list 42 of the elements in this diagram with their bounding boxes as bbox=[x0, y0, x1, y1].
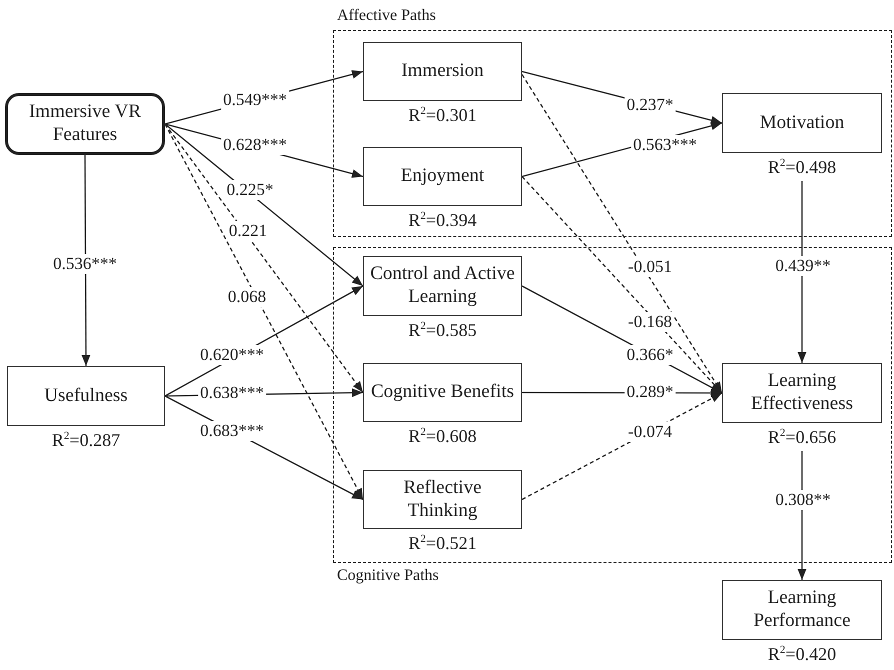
path-coefficient: -0.074 bbox=[626, 422, 674, 442]
path-coefficient: 0.221 bbox=[226, 221, 270, 241]
r-squared-label: R$^{2}$=0.608 bbox=[408, 425, 477, 447]
construct-label: Learning Performance bbox=[752, 587, 852, 633]
path-coefficient: 0.549*** bbox=[221, 90, 289, 110]
construct-label: Immersive VR Features bbox=[28, 101, 142, 147]
path-coefficient: 0.628*** bbox=[221, 135, 289, 155]
path-coefficient: 0.225* bbox=[224, 180, 276, 200]
r-squared-label: R$^{2}$=0.301 bbox=[408, 104, 477, 126]
group-heading: Affective Paths bbox=[337, 6, 436, 26]
arrow bbox=[164, 124, 364, 286]
group-heading: Cognitive Paths bbox=[337, 566, 439, 586]
arrow bbox=[798, 181, 806, 363]
dashed-arrow bbox=[164, 124, 364, 393]
construct-label: Learning Effectiveness bbox=[750, 370, 854, 416]
r-squared-label: R$^{2}$=0.420 bbox=[768, 643, 836, 665]
r-squared-label: R$^{2}$=0.287 bbox=[52, 429, 120, 451]
r-squared-label: R$^{2}$=0.656 bbox=[768, 426, 836, 448]
arrow bbox=[82, 155, 90, 366]
path-coefficient: 0.683*** bbox=[198, 421, 266, 441]
construct-label: Enjoyment bbox=[400, 165, 484, 188]
path-coefficient: 0.620*** bbox=[198, 345, 266, 365]
construct-label: Control and Active Learning bbox=[370, 263, 515, 309]
path-coefficient: 0.237* bbox=[624, 95, 676, 115]
path-coefficient: 0.536*** bbox=[51, 254, 119, 274]
construct-label: Usefulness bbox=[44, 384, 128, 408]
construct-label: Cognitive Benefits bbox=[370, 381, 514, 404]
construct-label: Immersion bbox=[401, 60, 484, 83]
path-coefficient: 0.366* bbox=[624, 345, 676, 365]
path-coefficient: 0.068 bbox=[226, 287, 268, 307]
path-coefficient: -0.051 bbox=[626, 257, 674, 277]
dashed-arrow bbox=[164, 124, 364, 500]
construct-label: Motivation bbox=[760, 112, 844, 134]
r-squared-label: R$^{2}$=0.521 bbox=[408, 532, 477, 554]
r-squared-label: R$^{2}$=0.498 bbox=[768, 156, 836, 178]
r-squared-label: R$^{2}$=0.394 bbox=[408, 209, 477, 231]
path-coefficient: 0.439** bbox=[773, 256, 833, 276]
dashed-arrow bbox=[521, 74, 723, 394]
path-coefficient: 0.308** bbox=[773, 490, 833, 510]
r-squared-label: R$^{2}$=0.585 bbox=[408, 319, 477, 341]
construct-label: Reflective Thinking bbox=[402, 476, 483, 522]
path-coefficient: -0.168 bbox=[626, 312, 674, 332]
